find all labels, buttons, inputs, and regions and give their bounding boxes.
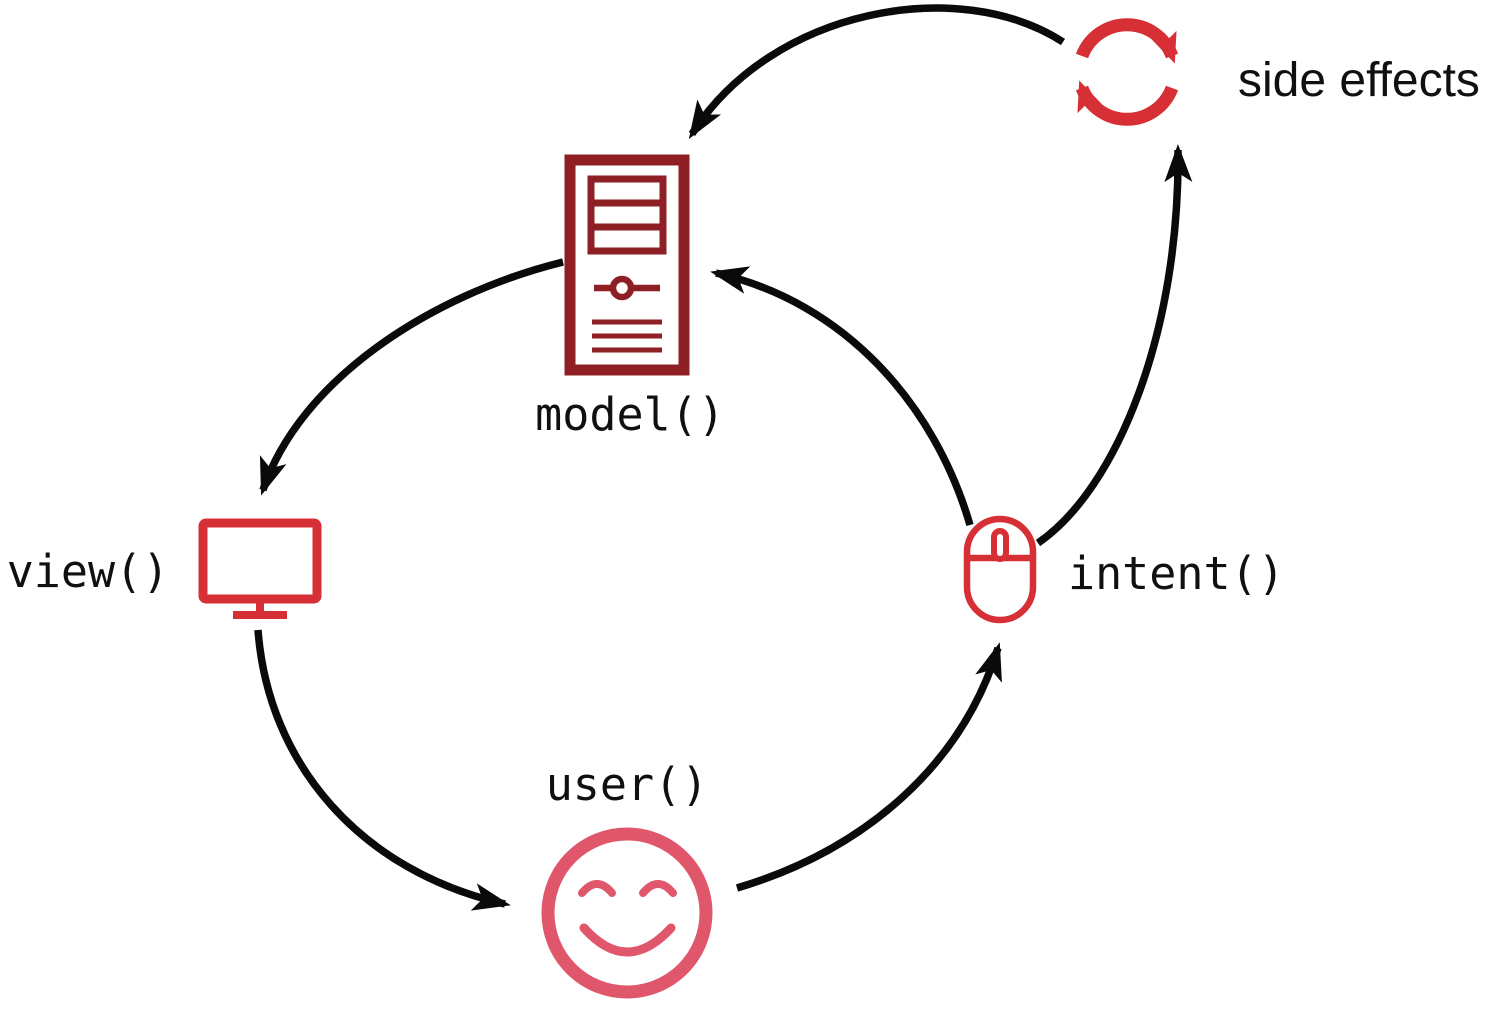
arrow-model-to-view — [259, 258, 564, 496]
intent-label: intent() — [1068, 547, 1285, 600]
server-drive-bay — [587, 175, 667, 255]
smiley-right-eye — [639, 880, 677, 897]
user-label: user() — [546, 758, 709, 811]
smiley-left-eye — [578, 880, 616, 897]
arrow-user-to-intent — [735, 642, 1002, 892]
server-body — [564, 154, 690, 376]
mouse-body — [963, 515, 1037, 624]
cycle-arrows — [254, 4, 1193, 911]
model-label: model() — [535, 388, 725, 441]
side-effects-label: side effects — [1238, 54, 1480, 107]
server-slider-knob — [609, 275, 635, 301]
arrow-intent-to-model — [710, 266, 974, 527]
smiley-mouth — [579, 923, 676, 957]
arrow-intent-to-side-effects — [1035, 144, 1193, 547]
smiley-face-icon — [541, 827, 713, 999]
sync-arrows-icon — [1075, 18, 1179, 126]
sync-bottom-arc — [1075, 80, 1179, 126]
smiley-head — [541, 827, 713, 999]
arrow-side-effects-to-model — [688, 4, 1066, 140]
monitor-icon — [198, 518, 322, 619]
mouse-scroll-wheel — [991, 528, 1009, 562]
arrow-view-to-user — [254, 629, 511, 911]
server-icon — [564, 154, 690, 376]
view-label: view() — [7, 545, 170, 598]
sync-top-arc — [1075, 18, 1179, 64]
monitor-screen — [198, 518, 322, 604]
mouse-icon — [963, 515, 1037, 624]
